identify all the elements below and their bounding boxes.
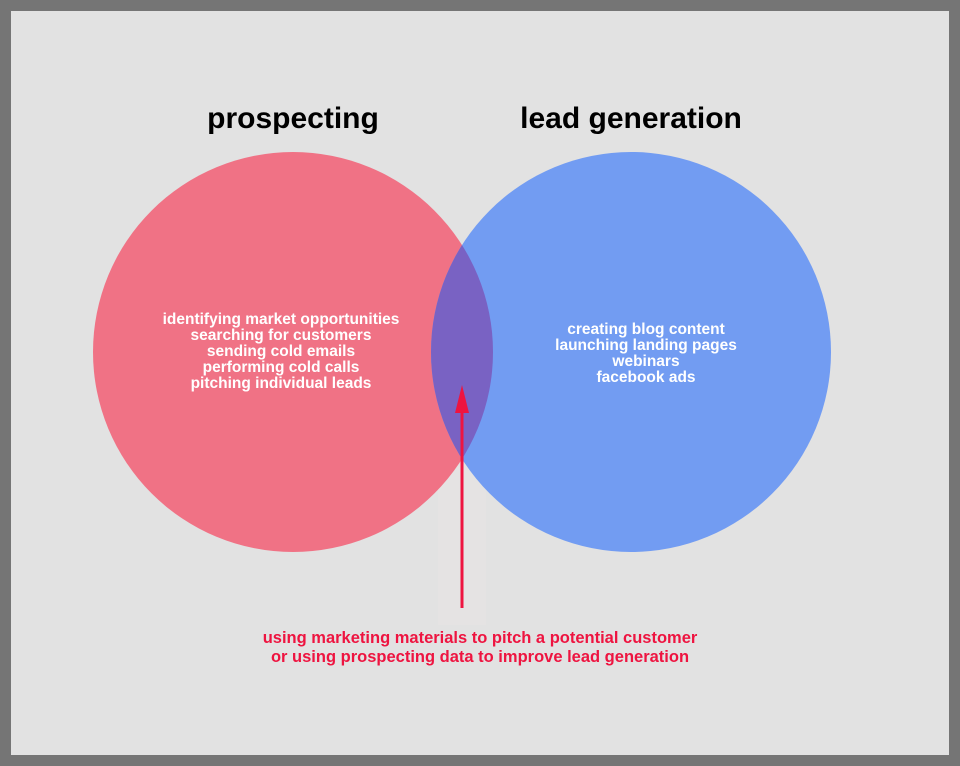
- list-item: pitching individual leads: [190, 375, 372, 392]
- overlap-caption: using marketing materials to pitch a pot…: [180, 629, 780, 667]
- list-item: performing cold calls: [202, 359, 360, 376]
- list-item: creating blog content: [567, 321, 725, 338]
- prospecting-items: identifying market opportunities searchi…: [121, 312, 441, 392]
- caption-line: using marketing materials to pitch a pot…: [262, 629, 698, 647]
- caption-line: or using prospecting data to improve lea…: [270, 648, 690, 666]
- list-item: sending cold emails: [206, 343, 356, 360]
- prospecting-circle: [93, 152, 493, 552]
- prospecting-title: prospecting: [207, 102, 379, 135]
- arrow-head-icon: [455, 385, 469, 413]
- lead-generation-circle: [431, 152, 831, 552]
- lead-generation-items: creating blog content launching landing …: [486, 322, 806, 386]
- list-item: facebook ads: [596, 369, 696, 386]
- list-item: identifying market opportunities: [162, 311, 400, 328]
- list-item: webinars: [612, 353, 680, 370]
- list-item: searching for customers: [190, 327, 372, 344]
- list-item: launching landing pages: [555, 337, 737, 354]
- lead-generation-title: lead generation: [520, 102, 742, 135]
